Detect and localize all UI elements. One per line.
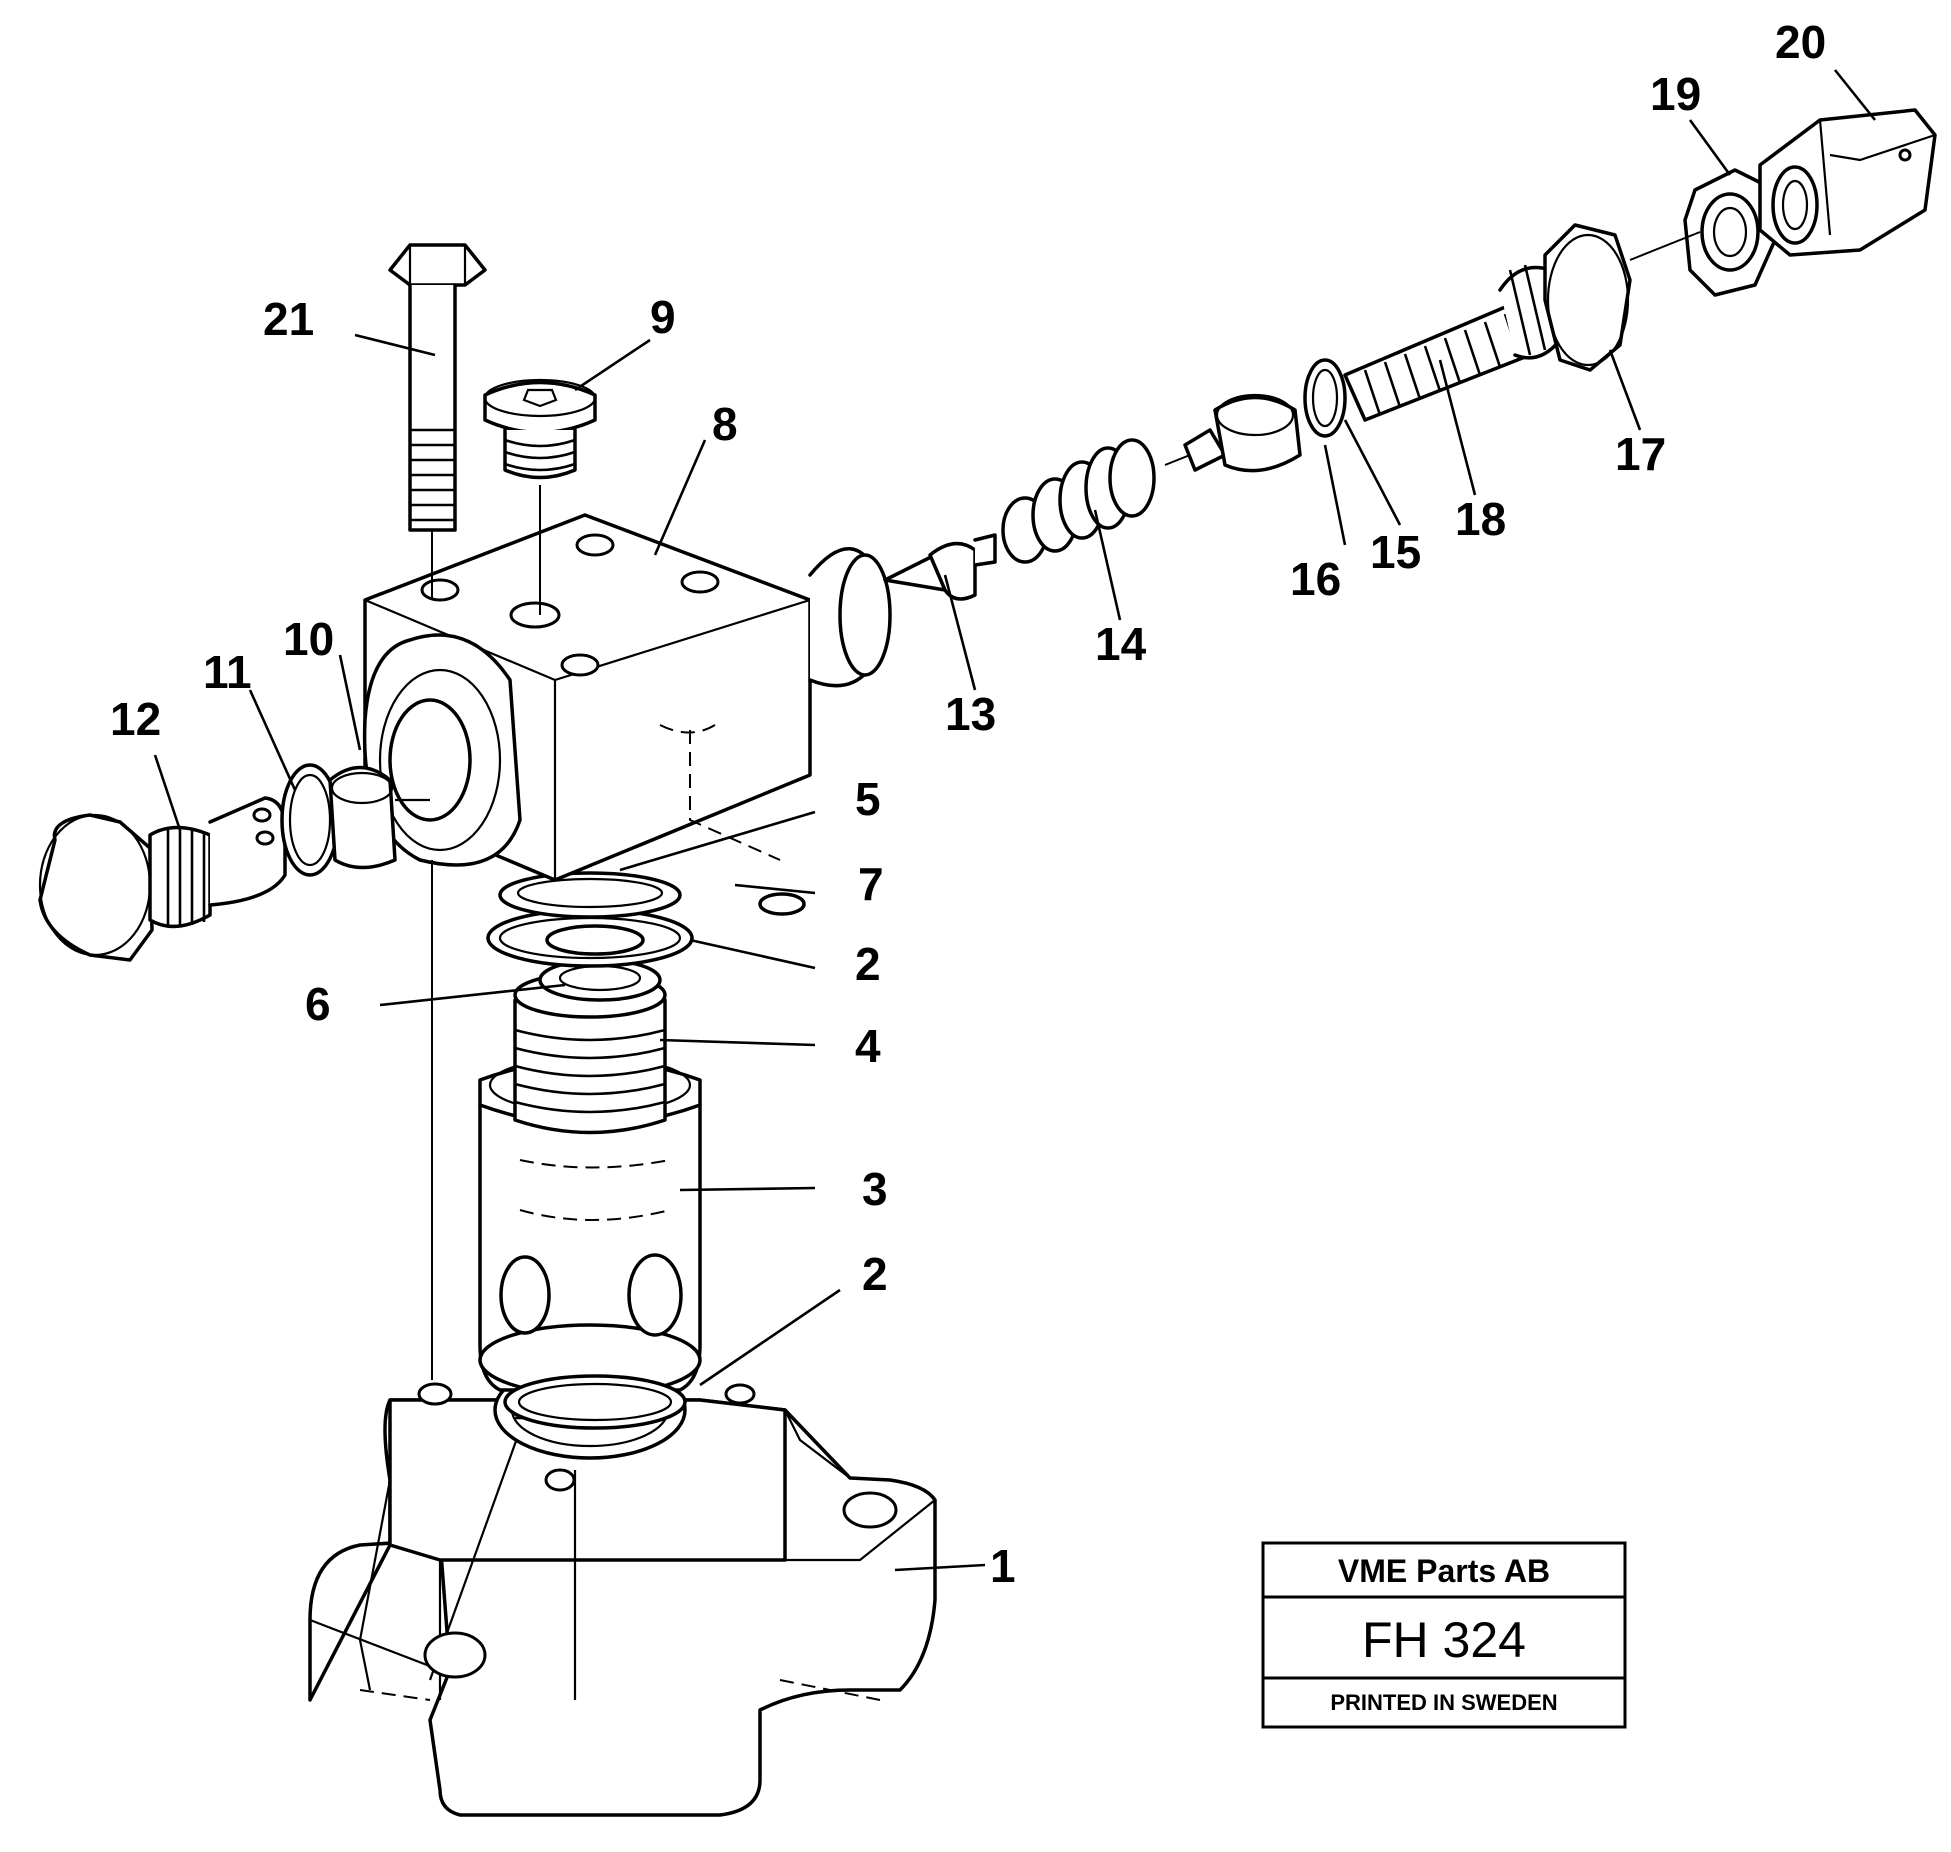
part-1-base-housing [308, 1360, 937, 1817]
part-13-cone-poppet [883, 533, 997, 601]
callout-2-upper: 2 [855, 938, 881, 990]
callout-2-lower: 2 [862, 1248, 888, 1300]
callout-16: 16 [1290, 553, 1341, 605]
callout-4: 4 [855, 1020, 881, 1072]
callout-19: 19 [1650, 68, 1701, 120]
title-note: PRINTED IN SWEDEN [1330, 1690, 1557, 1715]
callout-labels: 21 9 8 10 11 12 5 7 2 6 4 3 2 1 13 14 16… [110, 16, 1826, 1592]
part-10-poppet [328, 765, 430, 870]
part-2-lower-oring [503, 1374, 687, 1430]
callout-21: 21 [263, 293, 314, 345]
part-11-oring [280, 763, 340, 877]
title-code: FH 324 [1362, 1612, 1526, 1668]
assembly-axes [431, 231, 1701, 1380]
callout-11: 11 [203, 646, 252, 698]
part-17-lock-nut [1508, 223, 1632, 372]
callout-15: 15 [1370, 526, 1421, 578]
title-company: VME Parts AB [1338, 1553, 1550, 1589]
callout-6: 6 [305, 978, 331, 1030]
part-16-spring-seat [1183, 393, 1302, 473]
title-block-frame [1261, 1541, 1627, 1729]
callout-14: 14 [1095, 618, 1147, 670]
part-20-cap-nut [1758, 108, 1937, 257]
callout-9: 9 [650, 291, 676, 343]
part-9-plug [483, 378, 597, 480]
callout-18: 18 [1455, 493, 1506, 545]
callout-12: 12 [110, 693, 161, 745]
callout-7: 7 [858, 858, 884, 910]
part-15-ring [1303, 358, 1347, 438]
callout-10: 10 [283, 613, 334, 665]
callout-1: 1 [990, 1540, 1016, 1592]
callout-13: 13 [945, 688, 996, 740]
part-19-nut [1683, 168, 1777, 297]
callout-8: 8 [712, 398, 738, 450]
part-7-small-oring [758, 892, 806, 916]
leader-lines [153, 69, 1877, 1572]
part-2-upper-oring [486, 908, 694, 968]
part-12-cap-plug [38, 796, 287, 962]
callout-17: 17 [1615, 428, 1666, 480]
part-8-valve-body [362, 513, 892, 882]
title-block: VME Parts AB FH 324 PRINTED IN SWEDEN [1261, 1541, 1627, 1729]
part-5-ring [498, 871, 682, 919]
callout-3: 3 [862, 1163, 888, 1215]
part-21-bolt [388, 243, 487, 532]
part-14-spring [1001, 438, 1156, 564]
callout-20: 20 [1775, 16, 1826, 68]
callout-5: 5 [855, 773, 881, 825]
